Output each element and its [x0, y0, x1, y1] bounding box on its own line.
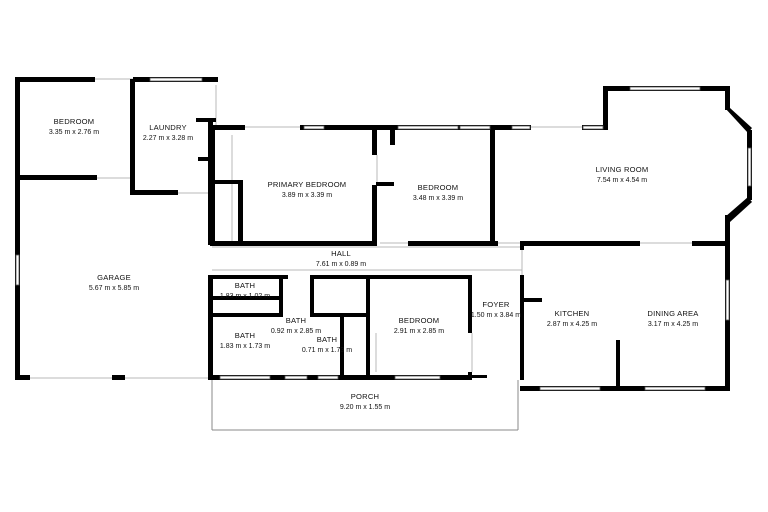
room-name-foyer: FOYER	[482, 300, 509, 309]
room-dims-bedroom-middle: 3.48 m x 3.39 m	[413, 195, 463, 202]
room-dims-bath-left: 1.83 m x 1.73 m	[220, 343, 270, 350]
room-dims-garage: 5.67 m x 5.85 m	[89, 285, 139, 292]
room-name-bedroom-left: BEDROOM	[54, 117, 95, 126]
room-name-bedroom-middle: BEDROOM	[418, 183, 459, 192]
room-dims-kitchen: 2.87 m x 4.25 m	[547, 321, 597, 328]
walls	[15, 77, 752, 391]
room-dims-dining-area: 3.17 m x 4.25 m	[648, 321, 698, 328]
room-dims-bedroom-left: 3.35 m x 2.76 m	[49, 129, 99, 136]
room-name-garage: GARAGE	[97, 273, 131, 282]
room-dims-porch: 9.20 m x 1.55 m	[340, 404, 390, 411]
room-name-laundry: LAUNDRY	[149, 123, 187, 132]
room-name-hall: HALL	[331, 249, 351, 258]
room-name-primary-bedroom: PRIMARY BEDROOM	[268, 180, 347, 189]
room-dims-bath-middle: 0.92 m x 2.85 m	[271, 328, 321, 335]
openings	[30, 78, 692, 379]
room-name-dining-area: DINING AREA	[647, 309, 699, 318]
room-dims-foyer: 1.50 m x 3.84 m	[471, 312, 521, 319]
room-dims-hall: 7.61 m x 0.89 m	[316, 261, 366, 268]
porch-outline	[211, 380, 519, 431]
room-dims-bedroom-front: 2.91 m x 2.85 m	[394, 328, 444, 335]
room-name-living-room: LIVING ROOM	[596, 165, 649, 174]
room-name-porch: PORCH	[351, 392, 379, 401]
room-name-bath-top: BATH	[235, 281, 256, 290]
room-name-bath-middle: BATH	[286, 316, 307, 325]
room-dims-bath-small: 0.71 m x 1.73 m	[302, 347, 352, 354]
room-name-bath-left: BATH	[235, 331, 256, 340]
room-name-bath-small: BATH	[317, 335, 338, 344]
room-dims-laundry: 2.27 m x 3.28 m	[143, 135, 193, 142]
room-labels: BEDROOM 3.35 m x 2.76 m LAUNDRY 2.27 m x…	[49, 117, 699, 411]
room-name-bedroom-front: BEDROOM	[399, 316, 440, 325]
room-dims-primary-bedroom: 3.89 m x 3.39 m	[282, 192, 332, 199]
windows	[15, 77, 752, 391]
room-dims-bath-top: 1.83 m x 1.02 m	[220, 293, 270, 300]
room-dims-living-room: 7.54 m x 4.54 m	[597, 177, 647, 184]
room-name-kitchen: KITCHEN	[555, 309, 590, 318]
